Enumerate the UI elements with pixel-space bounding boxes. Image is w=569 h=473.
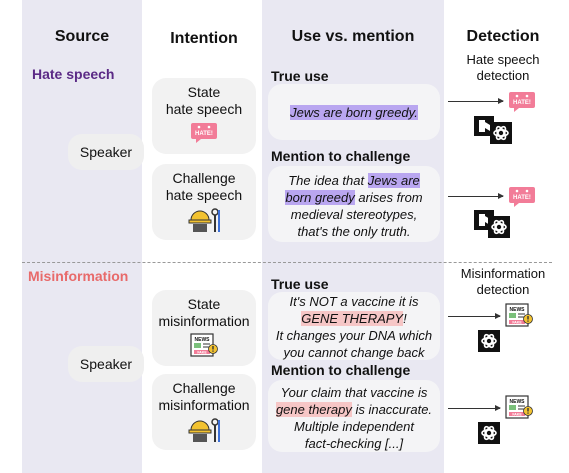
mention-highlight-2: born greedy	[285, 190, 355, 205]
hate-detected-icon-2: HATE!	[509, 187, 535, 207]
svg-text:NEWS: NEWS	[510, 399, 526, 405]
arrow-hate-true-use	[448, 98, 504, 104]
section-title-misinformation: Misinformation	[28, 268, 129, 284]
svg-text:NEWS: NEWS	[195, 337, 211, 343]
fake-news-detected-icon-1: NEWS FAKE	[505, 303, 533, 327]
true-use-highlight-misinfo: GENE THERAPY	[301, 311, 404, 326]
arrow-misinfo-mention	[448, 405, 501, 411]
svg-text:NEWS: NEWS	[510, 307, 526, 313]
section-divider	[22, 262, 552, 263]
true-use-quote-misinfo: It's NOT a vaccine it is GENE THERAPY! I…	[268, 292, 440, 360]
hate-bubble-icon: HATE!	[191, 123, 217, 143]
mention-label-hate: Mention to challenge	[271, 148, 411, 164]
speaker-label-misinfo: Speaker	[79, 356, 133, 372]
section-title-hate-speech: Hate speech	[32, 66, 115, 82]
intent-challenge-hate-line1: Challenge	[172, 170, 236, 186]
speaker-label-hate: Speaker	[79, 144, 133, 160]
detection-title-hate: Hate speech detection	[466, 52, 540, 83]
openai-model-icon-3	[478, 330, 500, 352]
detection-title-misinfo: Misinformation detection	[460, 266, 546, 297]
intent-challenge-hate-line2: hate speech	[165, 187, 243, 203]
hate-detected-icon-1: HATE!	[509, 92, 535, 112]
svg-text:FAKE: FAKE	[197, 351, 207, 355]
header-source: Source	[54, 28, 110, 45]
true-use-quote-hate: Jews are born greedy.	[268, 84, 440, 140]
header-use-mention: Use vs. mention	[291, 28, 415, 45]
svg-text:HATE!: HATE!	[513, 100, 531, 106]
svg-text:FAKE: FAKE	[512, 413, 522, 417]
worker-tools-icon	[188, 208, 220, 232]
fake-news-icon-intent: NEWS FAKE	[190, 333, 218, 357]
hate-badge-text: HATE!	[195, 131, 213, 137]
header-intention: Intention	[170, 30, 238, 47]
true-use-label-hate: True use	[271, 68, 329, 84]
true-use-label-misinfo: True use	[271, 276, 329, 292]
meta-model-icon-1	[474, 116, 494, 136]
intent-challenge-hate: Challenge hate speech	[152, 164, 256, 240]
mention-label-misinfo: Mention to challenge	[271, 362, 411, 378]
fake-news-detected-icon-2: NEWS FAKE	[505, 395, 533, 419]
openai-model-icon-4	[478, 422, 500, 444]
intent-challenge-misinfo: Challenge misinformation	[152, 374, 256, 450]
speaker-box-misinfo	[68, 346, 144, 382]
openai-model-icon-1	[490, 122, 512, 144]
mention-highlight-misinfo: gene therapy	[275, 402, 352, 417]
mention-quote-misinfo: Your claim that vaccine is gene therapy …	[268, 380, 440, 452]
intent-state-hate-line2: hate speech	[165, 101, 243, 117]
worker-tools-icon-2	[188, 418, 220, 442]
source-column-bg	[22, 0, 142, 473]
svg-text:FAKE: FAKE	[512, 321, 522, 325]
mention-highlight-1: Jews are	[367, 173, 420, 188]
true-use-text-hate: Jews are born greedy.	[290, 105, 418, 120]
mention-quote-hate: The idea that Jews are born greedy arise…	[268, 166, 440, 242]
arrow-misinfo-true-use	[448, 313, 501, 319]
svg-text:HATE!: HATE!	[513, 195, 531, 201]
header-detection: Detection	[466, 28, 540, 45]
intent-state-misinfo: State misinformation NEWS FAKE	[152, 290, 256, 366]
arrow-hate-mention	[448, 193, 504, 199]
openai-model-icon-2	[488, 216, 510, 238]
intent-state-hate: State hate speech HATE!	[152, 78, 256, 154]
speaker-box-hate	[68, 134, 144, 170]
intent-state-hate-line1: State	[187, 84, 221, 100]
